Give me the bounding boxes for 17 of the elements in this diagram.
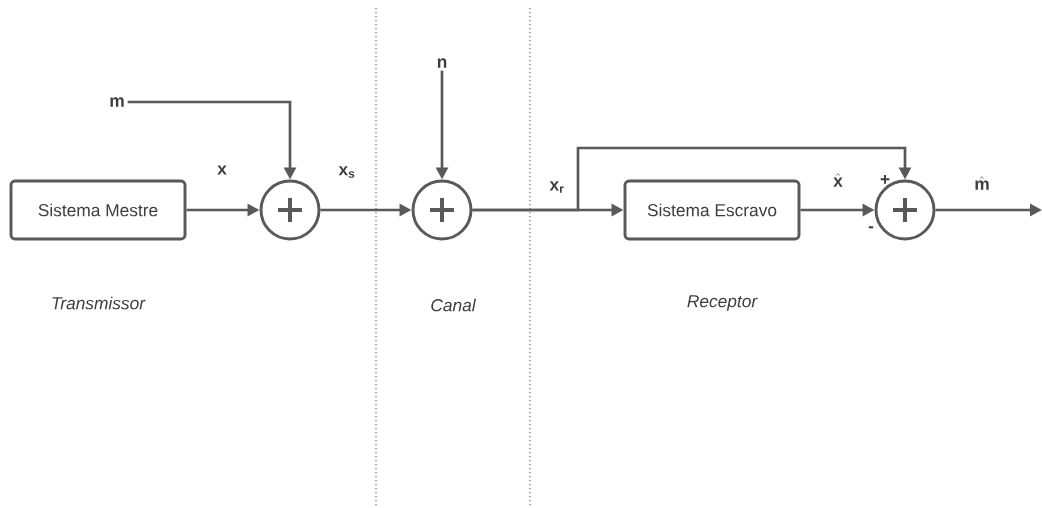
block-box: Sistema Escravo [623,179,801,241]
section-label: Receptor [687,295,758,311]
summing-junction [411,179,473,241]
edge-label: $\hat{\mathbf{m}}$ [975,176,989,190]
edge-label: x$_{r}$ [549,181,564,193]
section-label: Transmissor [52,296,146,310]
summing-junction [259,179,321,241]
edge-label: x$_{s}$ [338,166,355,178]
block-box: Sistema Mestre [9,179,187,241]
signal-label: n [437,58,447,68]
sign-label: + [880,174,890,184]
sign-label: - [868,226,874,229]
arrow [472,146,912,212]
section-label: Canal [431,298,477,312]
edge-label: x [217,165,227,175]
signal-label: m [110,97,124,107]
edge-label: $\hat{\mathbf{x}}$ [833,173,843,187]
